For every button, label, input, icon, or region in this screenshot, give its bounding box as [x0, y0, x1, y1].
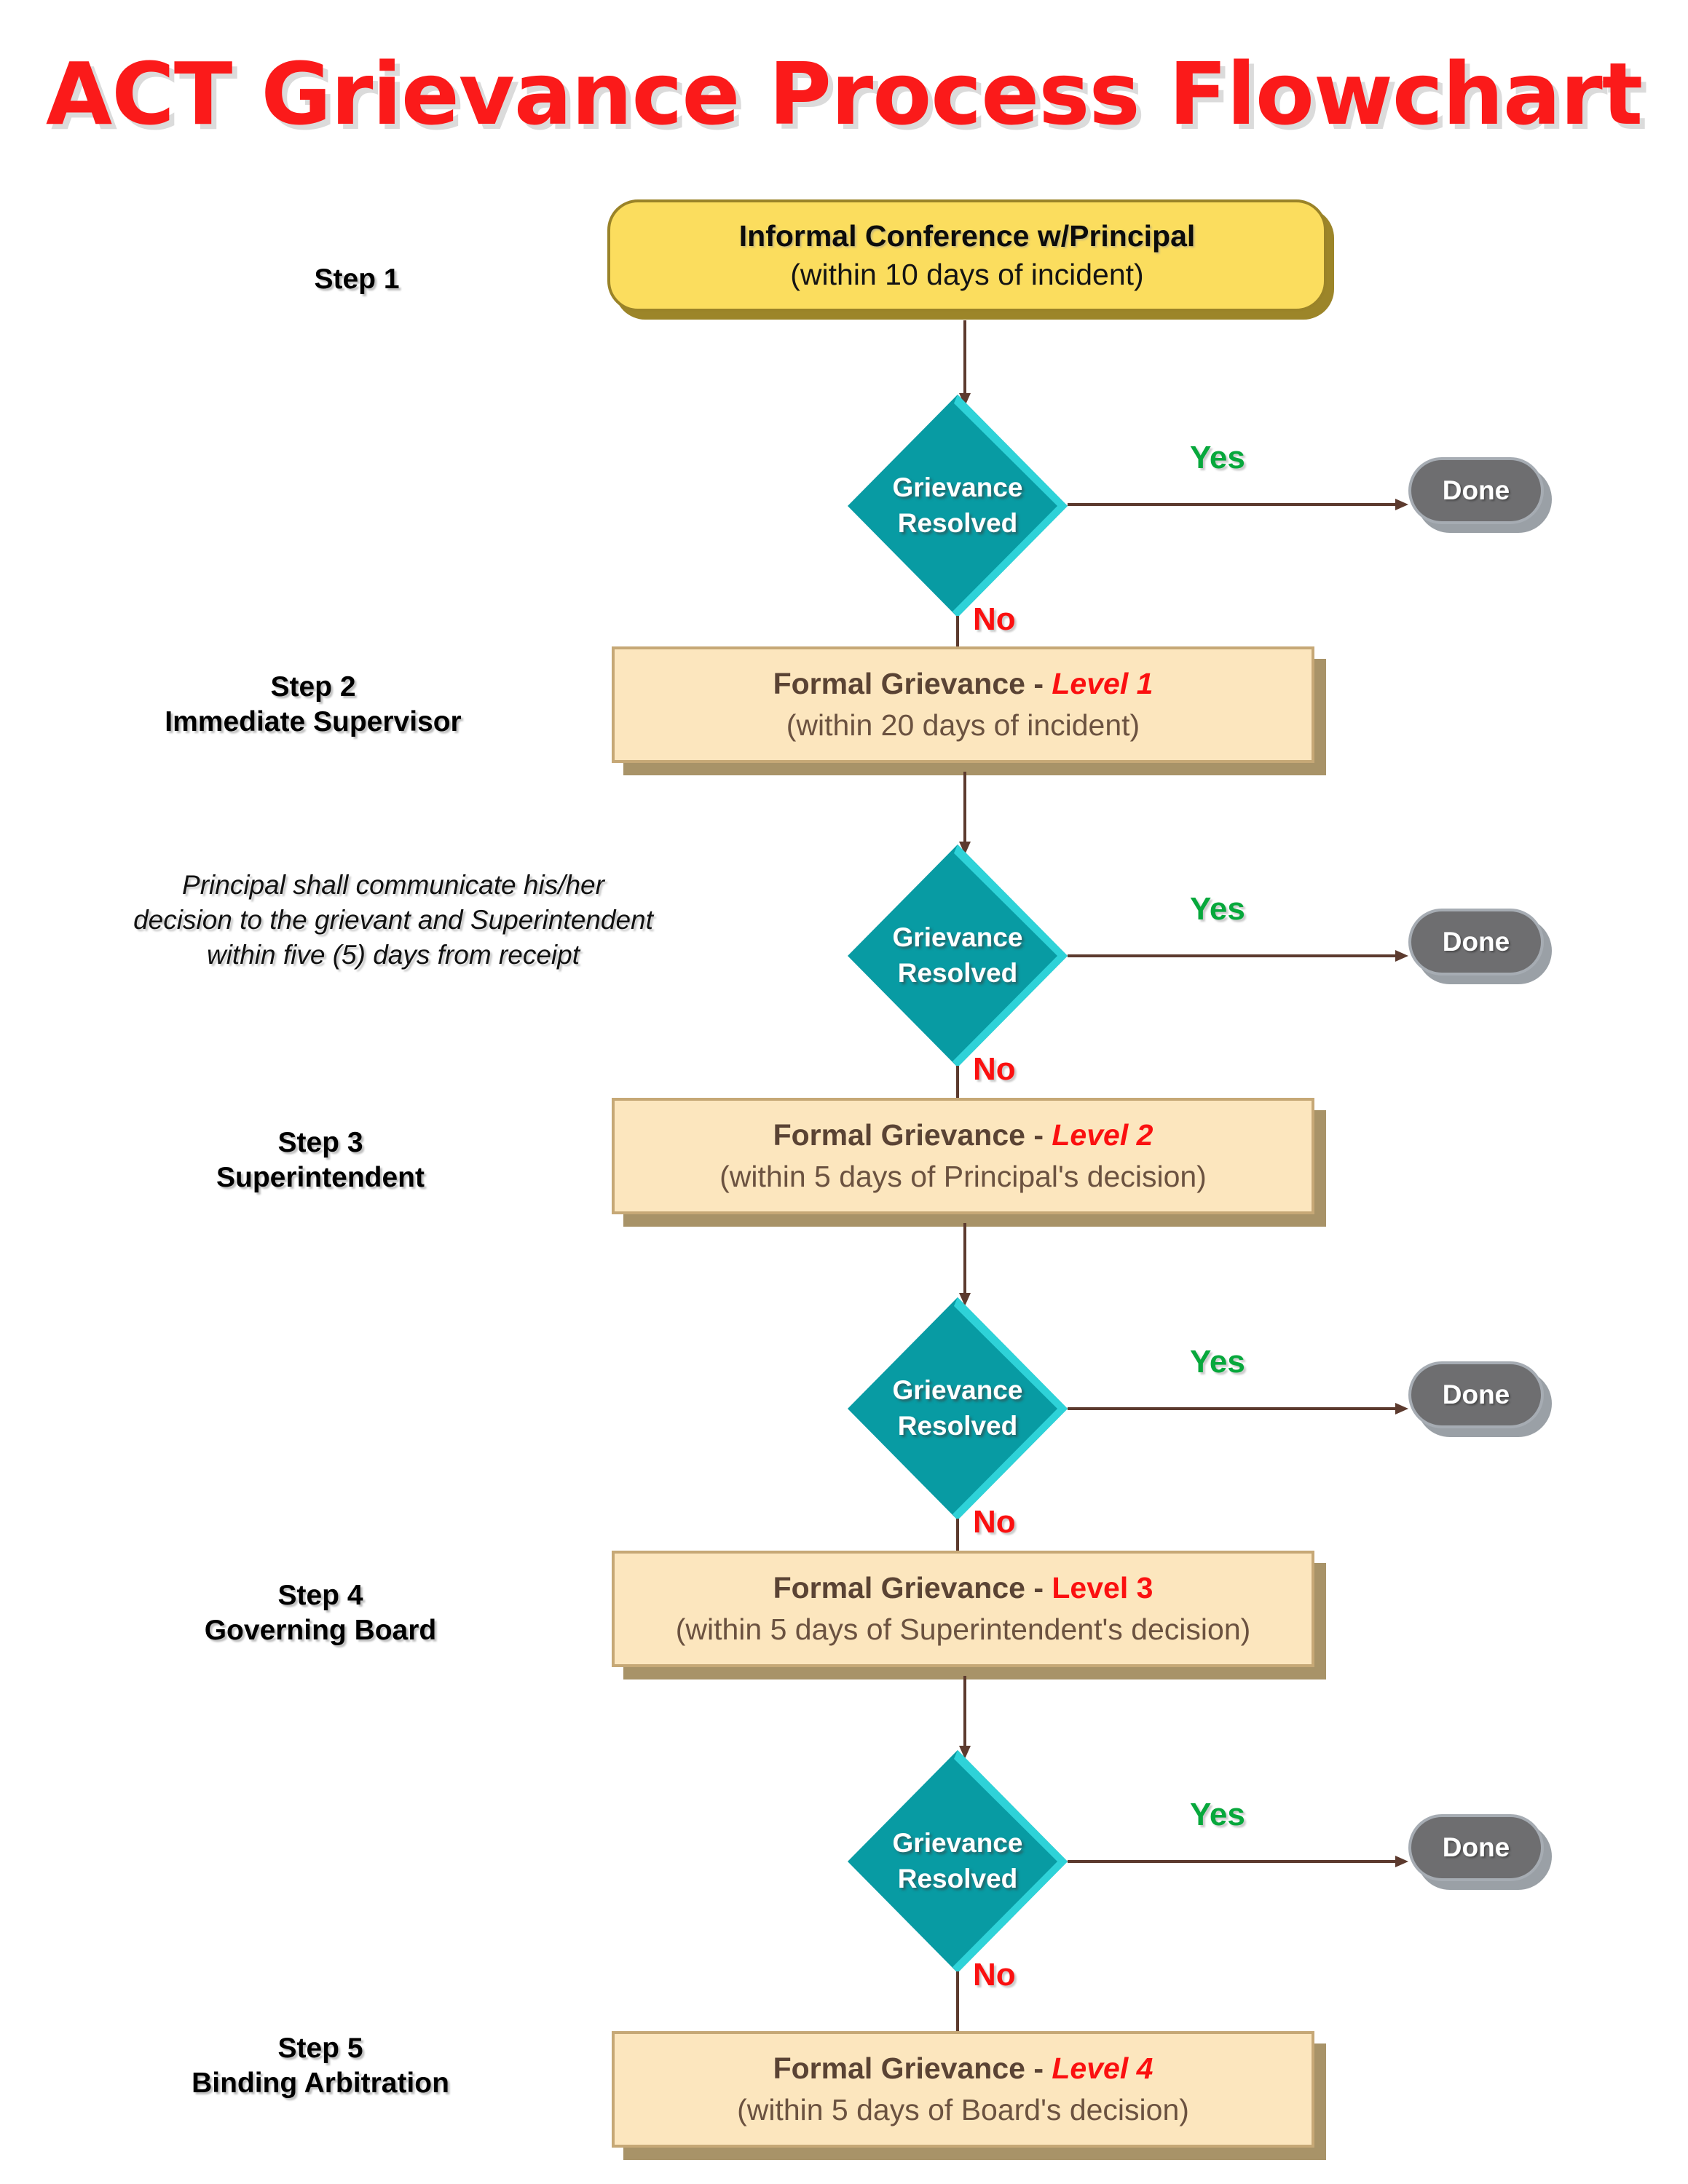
step-label-2: Step 2 Immediate Supervisor — [109, 670, 517, 739]
node-level-4-title: Formal Grievance - Level 4 — [773, 2052, 1153, 2086]
decision-node-4[interactable]: Grievance Resolved — [846, 1749, 1069, 1974]
connector-level2-to-decision3 — [954, 1223, 976, 1307]
step-label-5: Step 5 Binding Arbitration — [124, 2031, 517, 2100]
node-level-3-title: Formal Grievance - Level 3 — [773, 1571, 1153, 1605]
step-label-1: Step 1 — [204, 262, 510, 297]
step-label-4-line2: Governing Board — [204, 1614, 437, 1646]
done-node-4-label: Done — [1442, 1832, 1510, 1862]
connector-level1-to-decision2 — [954, 772, 976, 856]
node-level-1[interactable]: Formal Grievance - Level 1 (within 20 da… — [612, 646, 1314, 763]
done-node-2-label: Done — [1442, 927, 1510, 957]
step-label-2-line1: Step 2 — [270, 671, 356, 703]
edge-label-yes-2: Yes — [1190, 891, 1245, 927]
step-label-2-line2: Immediate Supervisor — [165, 705, 462, 737]
decision-node-2[interactable]: Grievance Resolved — [846, 843, 1069, 1069]
connector-level3-to-decision4 — [954, 1676, 976, 1760]
node-level-4-level: Level 4 — [1052, 2052, 1153, 2085]
node-level-3-level: Level 3 — [1052, 1571, 1153, 1605]
node-level-2[interactable]: Formal Grievance - Level 2 (within 5 day… — [612, 1098, 1314, 1214]
done-node-4[interactable]: Done — [1408, 1814, 1544, 1881]
done-node-3-label: Done — [1442, 1380, 1510, 1409]
side-note-line1: Principal shall communicate his/her — [182, 870, 604, 900]
page-title: ACT Grievance Process Flowchart — [45, 44, 1643, 144]
connector-decision2-yes — [1068, 945, 1410, 967]
done-node-1-label: Done — [1442, 475, 1510, 505]
node-level-2-subtitle: (within 5 days of Principal's decision) — [719, 1160, 1207, 1193]
edge-label-no-4: No — [973, 1957, 1016, 1993]
done-node-2[interactable]: Done — [1408, 909, 1544, 976]
connector-decision4-yes — [1068, 1851, 1410, 1872]
connector-decision1-yes — [1068, 494, 1410, 515]
node-level-1-subtitle: (within 20 days of incident) — [786, 708, 1140, 742]
step-label-3-line2: Superintendent — [216, 1161, 425, 1193]
done-node-3[interactable]: Done — [1408, 1361, 1544, 1428]
edge-label-yes-1: Yes — [1190, 440, 1245, 475]
edge-label-no-3: No — [973, 1504, 1016, 1540]
node-level-2-title: Formal Grievance - Level 2 — [773, 1118, 1153, 1152]
step-label-1-line1: Step 1 — [314, 264, 400, 295]
node-level-3-prefix: Formal Grievance - — [773, 1571, 1052, 1605]
edge-label-yes-4: Yes — [1190, 1797, 1245, 1832]
decision-node-3[interactable]: Grievance Resolved — [846, 1296, 1069, 1522]
node-level-2-prefix: Formal Grievance - — [773, 1118, 1052, 1152]
decision-node-1[interactable]: Grievance Resolved — [846, 393, 1069, 619]
done-node-1[interactable]: Done — [1408, 457, 1544, 524]
step-label-3-line1: Step 3 — [277, 1127, 363, 1158]
side-note-principal: Principal shall communicate his/her deci… — [73, 868, 714, 973]
node-level-4-subtitle: (within 5 days of Board's decision) — [737, 2093, 1189, 2126]
side-note-line2: decision to the grievant and Superintend… — [133, 905, 653, 935]
connector-start-to-decision1 — [954, 320, 976, 408]
node-level-3[interactable]: Formal Grievance - Level 3 (within 5 day… — [612, 1551, 1314, 1667]
node-level-2-level: Level 2 — [1052, 1118, 1153, 1152]
node-informal-conference-title: Informal Conference w/Principal — [738, 219, 1196, 253]
connector-decision3-yes — [1068, 1398, 1410, 1420]
node-level-4[interactable]: Formal Grievance - Level 4 (within 5 day… — [612, 2031, 1314, 2148]
node-informal-conference[interactable]: Informal Conference w/Principal (within … — [607, 199, 1327, 312]
step-label-3: Step 3 Superintendent — [138, 1125, 502, 1195]
step-label-4-line1: Step 4 — [277, 1580, 363, 1611]
node-level-3-subtitle: (within 5 days of Superintendent's decis… — [675, 1613, 1251, 1646]
edge-label-no-1: No — [973, 601, 1016, 637]
edge-label-no-2: No — [973, 1051, 1016, 1087]
node-level-1-prefix: Formal Grievance - — [773, 667, 1052, 700]
node-level-1-title: Formal Grievance - Level 1 — [773, 667, 1153, 701]
node-level-1-level: Level 1 — [1052, 667, 1153, 700]
edge-label-yes-3: Yes — [1190, 1344, 1245, 1380]
node-informal-conference-subtitle: (within 10 days of incident) — [790, 258, 1144, 291]
side-note-line3: within five (5) days from receipt — [206, 940, 580, 970]
step-label-4: Step 4 Governing Board — [138, 1578, 502, 1647]
node-level-4-prefix: Formal Grievance - — [773, 2052, 1052, 2085]
step-label-5-line2: Binding Arbitration — [192, 2067, 449, 2099]
step-label-5-line1: Step 5 — [277, 2033, 363, 2064]
